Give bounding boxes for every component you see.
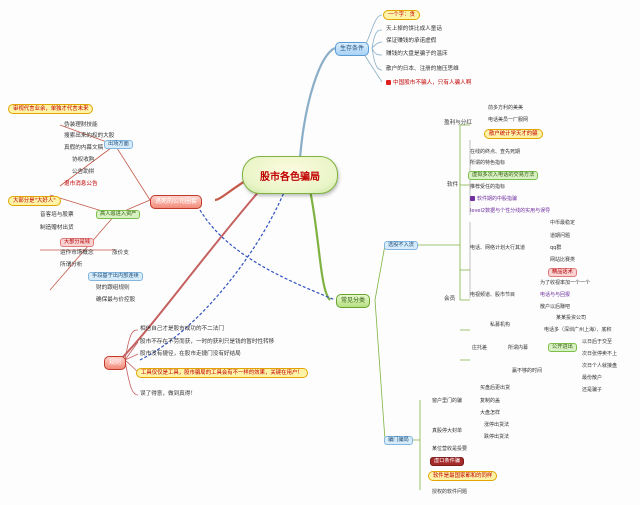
common-item[interactable]: 私募机构 bbox=[490, 322, 511, 328]
trap-item[interactable]: 运作市场概念 bbox=[60, 250, 94, 256]
trap-item[interactable]: 退市消息公告 bbox=[64, 181, 98, 187]
branch-rules-label: 规则 bbox=[109, 359, 122, 366]
common-item[interactable]: qq群 bbox=[550, 245, 562, 251]
trap-item[interactable]: 审视代言业余，单独才代言未来 bbox=[8, 104, 94, 114]
common-item[interactable]: 虚口条件骗 bbox=[430, 457, 464, 466]
trap-item[interactable]: 确保最与价控股 bbox=[96, 297, 136, 303]
common-item[interactable]: 涨停出货法 bbox=[484, 422, 510, 428]
trap-item[interactable]: 伪装理财技能 bbox=[64, 122, 98, 128]
trap-item[interactable]: 财的跟组规则 bbox=[96, 285, 130, 291]
common-item[interactable]: 为了收视率加一个一个 bbox=[540, 280, 591, 286]
common-item[interactable]: 所谓的特色指标 bbox=[470, 160, 506, 166]
trap-item[interactable]: 制造赠材出货 bbox=[40, 225, 74, 231]
common-item[interactable]: 软件期的中股指骗 bbox=[470, 196, 517, 203]
common-item[interactable]: 电视频道、股市节目 bbox=[470, 292, 516, 298]
common-item-text: 软件期的中股指骗 bbox=[477, 196, 518, 202]
survival-item[interactable]: 一个字：贪 bbox=[383, 10, 420, 20]
group-member[interactable]: 会员 bbox=[444, 296, 456, 302]
common-item[interactable]: 大盘怎样 bbox=[480, 410, 501, 416]
common-item[interactable]: 道期问题 bbox=[550, 233, 571, 239]
group-scam[interactable]: 选股不入流 bbox=[384, 241, 418, 250]
common-item[interactable]: level2数据与个性分线的实用与误导 bbox=[470, 208, 551, 214]
common-item[interactable]: 赢不够的时间 bbox=[512, 368, 543, 374]
trap-item[interactable]: 公告助拼 bbox=[72, 169, 95, 175]
trap-item[interactable]: 真假的内幕文稿 bbox=[64, 145, 104, 151]
group-soft[interactable]: 软件 bbox=[447, 182, 459, 188]
common-item[interactable]: 公开进出 bbox=[548, 343, 577, 352]
common-item[interactable]: 在线的终点、查先死期 bbox=[470, 149, 521, 155]
survival-item-text: 中国股市不骗人，只有人骗人啊 bbox=[393, 80, 472, 86]
trap-item[interactable]: 大部分是"大好人" bbox=[8, 196, 61, 206]
trap-item[interactable]: 搜索出来的权的大股 bbox=[64, 133, 115, 139]
common-item[interactable]: 软件是最国家都和的同样 bbox=[428, 471, 498, 481]
common-item[interactable]: 推荐受任的指标 bbox=[470, 184, 506, 190]
rule-item[interactable]: 相信自己才是股市成功的不二法门 bbox=[140, 326, 224, 332]
common-item[interactable]: 中币最稳定 bbox=[550, 220, 576, 226]
common-item[interactable]: 以日后于交至 bbox=[582, 339, 613, 345]
center-label: 股市各色骗局 bbox=[260, 171, 320, 183]
common-item[interactable]: 电话、网络计划大行其道 bbox=[470, 245, 526, 251]
common-item[interactable]: 虚拟多次入电话的交易方法 bbox=[468, 171, 539, 180]
survival-item[interactable]: 中国股市不骗人，只有人骗人啊 bbox=[386, 80, 471, 87]
flag-icon bbox=[470, 196, 475, 201]
rule-item[interactable]: 工具仅仅是工具，股市骗局的工具会有不一样的效果，关键在用户！ bbox=[136, 368, 308, 378]
trap-item[interactable]: 所谓分析 bbox=[60, 262, 83, 268]
trap-subtopic[interactable]: 高人追进入资产 bbox=[96, 210, 141, 219]
common-item[interactable]: 最份散户 bbox=[582, 375, 603, 381]
trap-item[interactable]: 协权收购 bbox=[72, 157, 95, 163]
common-item[interactable]: 授权的软件问题 bbox=[432, 489, 468, 495]
common-item[interactable]: 散户统计学天才的骗 bbox=[484, 129, 543, 139]
trap-item[interactable]: 音客培与股票 bbox=[40, 212, 74, 218]
common-item[interactable]: 次日个人就接盘 bbox=[582, 363, 618, 369]
group-profit[interactable]: 盈利与分红 bbox=[444, 120, 472, 126]
common-item[interactable]: 所谓内幕 bbox=[508, 345, 529, 351]
common-item[interactable]: 散户以后赚吧 bbox=[540, 304, 571, 310]
branch-common-label: 常见分类 bbox=[341, 297, 366, 304]
rule-item[interactable]: 误了得意，做到真得！ bbox=[140, 391, 196, 397]
trap-item[interactable]: 大部分是钱 bbox=[60, 238, 94, 247]
common-item[interactable]: 精品话术 bbox=[548, 268, 577, 277]
trap-item[interactable]: 涨价支 bbox=[112, 250, 129, 256]
common-item[interactable]: 庄托差 bbox=[472, 345, 488, 351]
trap-item[interactable]: 手段基于出内部连续 bbox=[88, 272, 143, 281]
branch-survival-label: 生存条件 bbox=[340, 45, 365, 52]
center-topic[interactable]: 股市各色骗局 bbox=[242, 156, 338, 194]
branch-trap-label: 诱死的公司圈套 bbox=[155, 198, 198, 205]
rule-item[interactable]: 股市没有捷径，在股市走捷门没有好结局 bbox=[140, 351, 241, 357]
common-item[interactable]: 电话多（深圳广州上海）、底积 bbox=[544, 327, 612, 333]
group-block[interactable]: 骗门骗局 bbox=[384, 436, 413, 445]
branch-survival[interactable]: 生存条件 bbox=[335, 42, 370, 56]
common-item[interactable]: 真股停大封单 bbox=[432, 428, 463, 434]
common-item[interactable]: 跌停出货法 bbox=[484, 434, 510, 440]
survival-item[interactable]: 赚钱的大盘是骗子的温床 bbox=[386, 51, 448, 57]
survival-item[interactable]: 保证赚钱的承诺虚假 bbox=[386, 38, 437, 44]
branch-trap[interactable]: 诱死的公司圈套 bbox=[150, 195, 203, 209]
branch-common[interactable]: 常见分类 bbox=[336, 294, 371, 308]
survival-item[interactable]: 天上掉的饼比成人童话 bbox=[386, 26, 442, 32]
common-item[interactable]: 某某投资公司 bbox=[556, 315, 587, 321]
common-item[interactable]: 某位营收是投要 bbox=[432, 446, 468, 452]
common-item[interactable]: 窗户里门的骗 bbox=[432, 398, 463, 404]
common-item[interactable]: 还是骗子 bbox=[582, 387, 603, 393]
survival-item[interactable]: 散户的日本、注册的施压思维 bbox=[386, 66, 459, 72]
common-item[interactable]: 电话与与回报 bbox=[540, 292, 571, 298]
common-item[interactable]: 前多方利的美美 bbox=[488, 105, 524, 111]
common-item[interactable]: 复制的盖 bbox=[480, 398, 501, 404]
rule-item[interactable]: 股市不存在不劳而获，一时的获利只是钱的暂时性转移 bbox=[140, 339, 275, 345]
flag-icon bbox=[386, 80, 391, 85]
common-item[interactable]: 买盘后更出货 bbox=[480, 385, 511, 391]
common-item[interactable]: 电话美员一厂服网 bbox=[488, 117, 529, 123]
common-item[interactable]: 网站比赛类 bbox=[550, 257, 576, 263]
trap-subtopic[interactable]: 出场方面 bbox=[104, 140, 133, 149]
branch-rules[interactable]: 规则 bbox=[104, 356, 127, 370]
common-item[interactable]: 次日张停卖不上 bbox=[582, 351, 618, 357]
